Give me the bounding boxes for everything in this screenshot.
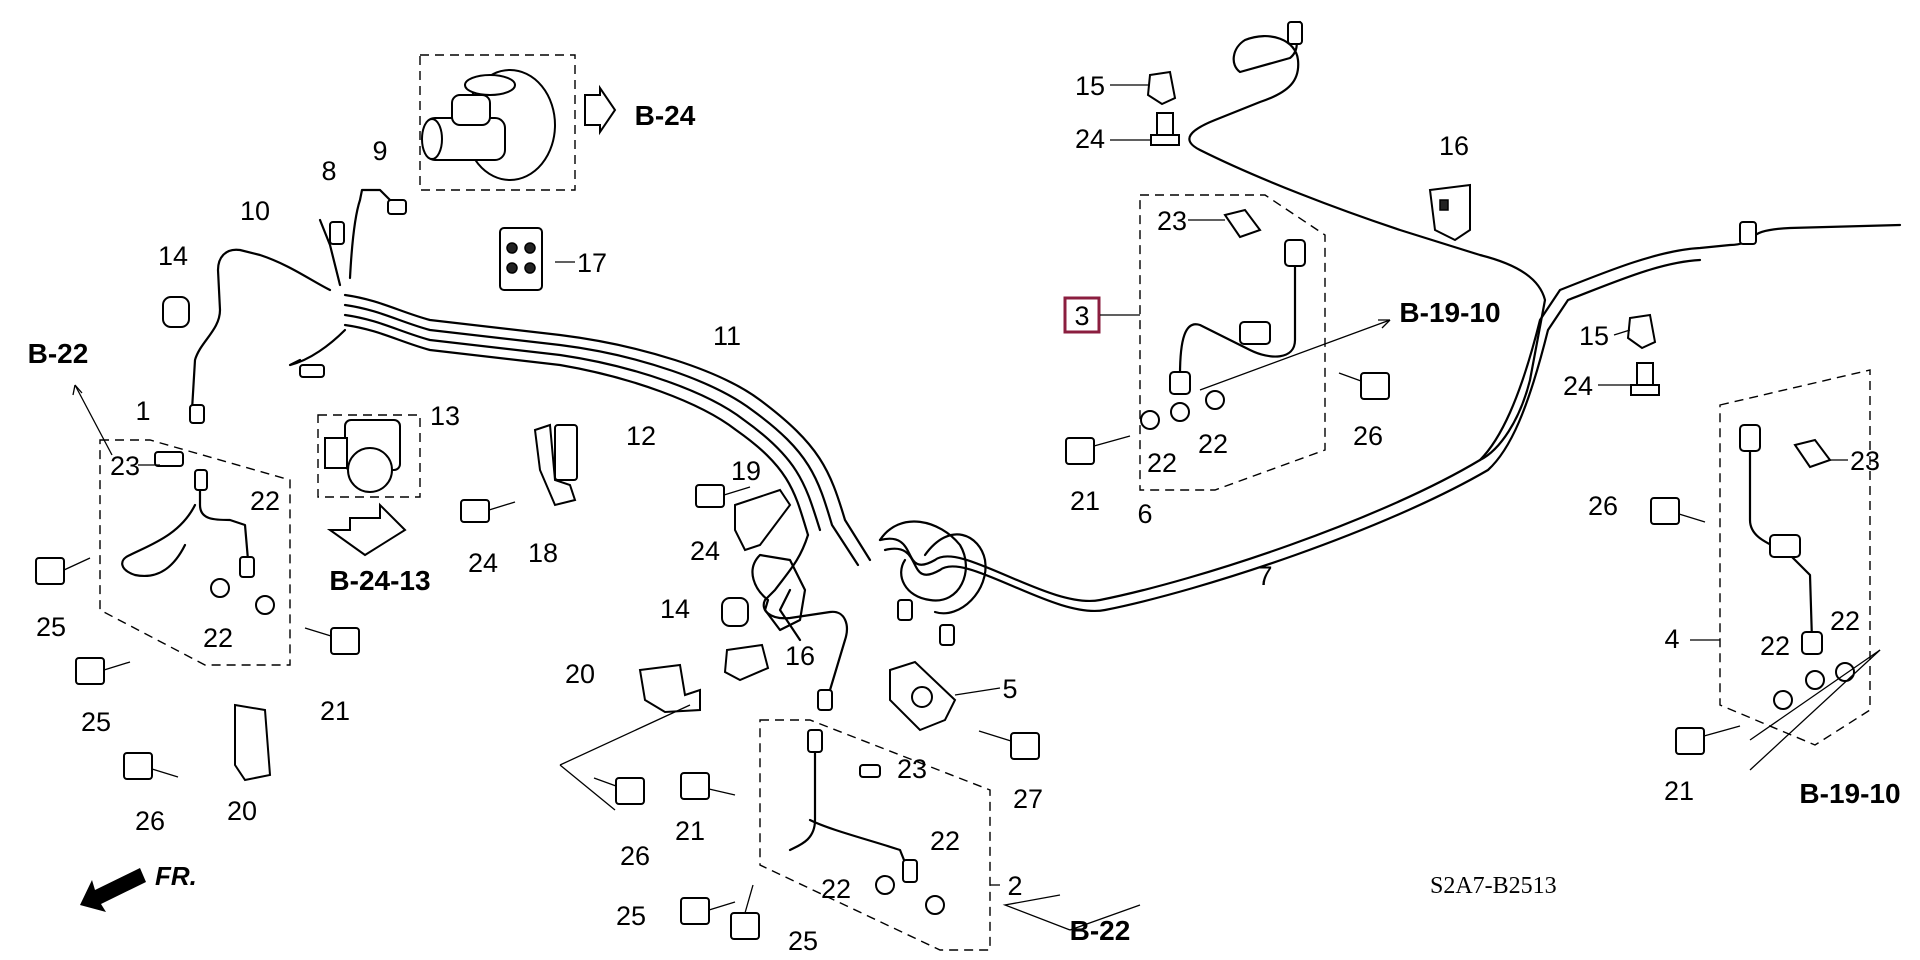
ref-b2413: B-24-13	[329, 565, 430, 596]
part-20-brackets	[234, 663, 701, 782]
label-13: 13	[430, 401, 460, 431]
label-17: 17	[577, 248, 607, 278]
label-15a: 15	[1075, 71, 1105, 101]
part-18-bracket	[533, 423, 578, 507]
label-9: 9	[372, 136, 387, 166]
hose-assembly-4	[1719, 369, 1871, 746]
front-label: FR.	[155, 861, 197, 891]
ref-b24: B-24	[635, 100, 696, 131]
label-22f: 22	[1830, 606, 1860, 636]
label-23d: 23	[897, 754, 927, 784]
part-16-clips	[723, 183, 1471, 682]
label-25b: 25	[81, 707, 111, 737]
label-1: 1	[135, 396, 150, 426]
label-22a: 22	[250, 486, 280, 516]
label-26d: 26	[620, 841, 650, 871]
label-24c: 24	[468, 548, 498, 578]
label-14b: 14	[660, 594, 690, 624]
label-22b: 22	[203, 623, 233, 653]
reference-labels: B-24 B-22 B-22 B-24-13 B-19-10 B-19-10	[28, 100, 1901, 946]
part-14-grommets	[162, 296, 749, 627]
label-4: 4	[1664, 624, 1679, 654]
label-16b: 16	[785, 641, 815, 671]
label-24b: 24	[1563, 371, 1593, 401]
part-5-joint	[889, 660, 957, 732]
reference-arrows	[72, 319, 1881, 931]
ref-b22-left: B-22	[28, 338, 89, 369]
part-19-clip	[734, 488, 792, 552]
label-23b: 23	[1157, 206, 1187, 236]
label-22g: 22	[821, 874, 851, 904]
brake-fittings	[189, 21, 1757, 711]
label-26c: 26	[135, 806, 165, 836]
label-21a: 21	[1070, 486, 1100, 516]
label-24a: 24	[1075, 124, 1105, 154]
label-20b: 20	[227, 796, 257, 826]
label-23c: 23	[1850, 446, 1880, 476]
highlight-box-3	[1063, 296, 1101, 334]
hose-assembly-1	[99, 439, 291, 666]
abs-modulator	[317, 414, 421, 557]
label-26b: 26	[1588, 491, 1618, 521]
label-7: 7	[1257, 561, 1272, 591]
label-22c: 22	[1147, 448, 1177, 478]
leader-lines	[138, 84, 1848, 886]
label-15b: 15	[1579, 321, 1609, 351]
label-22h: 22	[930, 826, 960, 856]
label-21b: 21	[1664, 776, 1694, 806]
label-24d: 24	[690, 536, 720, 566]
label-21d: 21	[675, 816, 705, 846]
master-cylinder	[419, 54, 617, 191]
drawing-code: S2A7-B2513	[1430, 873, 1557, 899]
label-21c: 21	[320, 696, 350, 726]
label-11: 11	[713, 321, 741, 351]
label-25a: 25	[36, 612, 66, 642]
label-6: 6	[1137, 499, 1152, 529]
ref-b22-bottom: B-22	[1070, 915, 1131, 946]
label-2: 2	[1007, 871, 1022, 901]
part-17-connector	[499, 227, 543, 291]
label-27: 27	[1013, 784, 1043, 814]
ref-b1910-right: B-19-10	[1799, 778, 1900, 809]
bolts	[35, 112, 1741, 940]
label-20a: 20	[565, 659, 595, 689]
label-3: 3	[1074, 301, 1089, 331]
part-15-clips	[1146, 70, 1657, 350]
hose-assembly-3	[1139, 194, 1326, 491]
label-16a: 16	[1439, 131, 1469, 161]
part-numbers: 1 2 3 4 5 6 7 8 9 10 11 12 13 14 14 15 1…	[36, 71, 1880, 956]
label-14a: 14	[158, 241, 188, 271]
front-arrow: FR.	[80, 861, 197, 912]
label-8: 8	[321, 156, 336, 186]
label-23a: 23	[110, 451, 140, 481]
label-22d: 22	[1198, 429, 1228, 459]
label-25d: 25	[788, 926, 818, 956]
label-5: 5	[1002, 674, 1017, 704]
label-19: 19	[731, 456, 761, 486]
label-22e: 22	[1760, 631, 1790, 661]
label-12: 12	[626, 421, 656, 451]
label-26a: 26	[1353, 421, 1383, 451]
brake-pipes	[190, 20, 1902, 702]
hose-assembly-2	[759, 719, 991, 951]
label-25c: 25	[616, 901, 646, 931]
ref-b1910-mid: B-19-10	[1399, 297, 1500, 328]
label-10: 10	[240, 196, 270, 226]
label-18: 18	[528, 538, 558, 568]
